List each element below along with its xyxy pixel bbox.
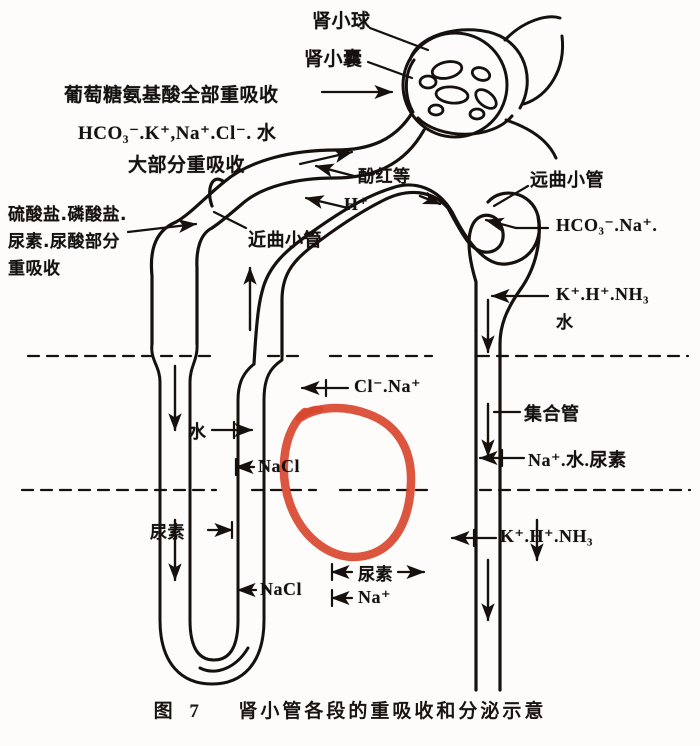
label-na-water-urea: Na⁺.水.尿素 bbox=[528, 450, 627, 470]
label-proximal-tubule: 近曲小管 bbox=[248, 230, 322, 251]
label-distal-tubule: 远曲小管 bbox=[530, 170, 604, 191]
figure-caption-text: 肾小管各段的重吸收和分泌示意 bbox=[238, 701, 547, 722]
label-bowmans-capsule: 肾小囊 bbox=[304, 48, 363, 70]
figure-number: 图 7 bbox=[153, 701, 205, 722]
label-sulfate-line1: 硫酸盐.磷酸盐. bbox=[8, 205, 127, 225]
label-nacl-upper: NaCl bbox=[258, 456, 300, 476]
label-water: 水 bbox=[188, 422, 207, 443]
label-bicarbonate-line2: 大部分重吸收 bbox=[128, 154, 246, 176]
label-sulfate-line3: 重吸收 bbox=[8, 259, 61, 279]
label-phenol-red: 酚红等 bbox=[358, 167, 411, 187]
label-sulfate-line2: 尿素.尿酸部分 bbox=[8, 232, 120, 252]
glomerular-capillaries bbox=[418, 60, 498, 121]
arterioles bbox=[503, 15, 565, 160]
thick-ascending-limb bbox=[252, 183, 454, 366]
label-hydrogen-ion: H⁺ bbox=[344, 194, 369, 214]
distal-convoluted-tubule bbox=[446, 191, 541, 358]
leader-lines bbox=[126, 26, 550, 608]
label-collecting-duct: 集合管 bbox=[524, 404, 580, 425]
label-nacl-lower: NaCl bbox=[260, 579, 302, 599]
label-na-lower: Na⁺ bbox=[358, 587, 391, 607]
label-bicarbonate-line1: HCO₃⁻.K⁺,Na⁺.Cl⁻. 水 bbox=[78, 123, 277, 144]
label-distal-reabsorb: HCO₃⁻.Na⁺. bbox=[556, 215, 658, 235]
flow-arrows bbox=[168, 191, 544, 622]
label-cl-na: Cl⁻.Na⁺ bbox=[354, 376, 422, 396]
label-glucose-amino-acid: 葡萄糖氨基酸全部重吸收 bbox=[64, 84, 279, 106]
label-k-h-nh3-collecting: K⁺.H⁺.NH₃ bbox=[500, 526, 593, 546]
descending-limb bbox=[150, 342, 199, 622]
label-distal-secrete-line2: 水 bbox=[556, 313, 574, 333]
loop-of-henle-bend bbox=[158, 468, 266, 686]
label-distal-secrete-line1: K⁺.H⁺.NH₃ bbox=[556, 284, 649, 304]
collecting-duct bbox=[474, 328, 502, 692]
label-urea-left: 尿素 bbox=[150, 523, 185, 543]
proximal-convoluted-tubule bbox=[149, 111, 426, 346]
label-glomerulus: 肾小球 bbox=[312, 10, 371, 32]
glomerulus-capsule bbox=[401, 28, 529, 139]
label-urea-lower: 尿素 bbox=[358, 565, 393, 585]
red-circle-annotation bbox=[279, 403, 416, 562]
figure-caption: 图 7 肾小管各段的重吸收和分泌示意 bbox=[0, 696, 700, 723]
ascending-limb bbox=[236, 354, 284, 472]
